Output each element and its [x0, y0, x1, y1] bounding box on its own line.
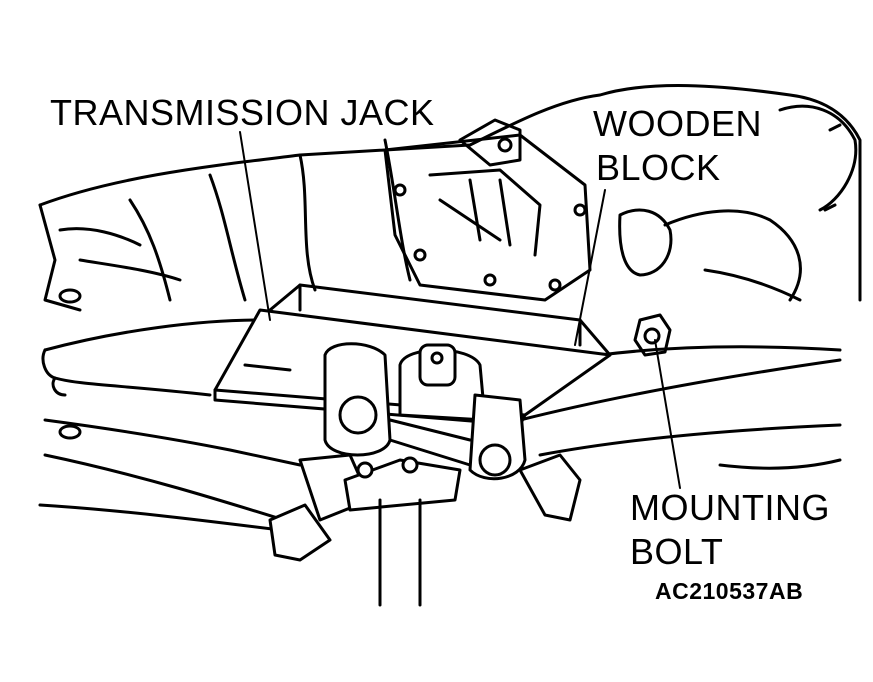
leader-lines — [239, 131, 681, 489]
jack-mechanism — [323, 342, 527, 481]
crossmember — [38, 288, 842, 532]
leader-wooden-block — [574, 189, 606, 346]
label-wooden-block-line1: WOODEN — [593, 103, 762, 144]
mounting-bolt — [633, 313, 672, 357]
drive-shaft-right — [618, 104, 858, 302]
leader-transmission-jack — [239, 131, 271, 321]
label-transmission-jack: TRANSMISSION JACK — [50, 92, 435, 133]
label-mounting-bolt-line1: MOUNTING — [630, 487, 830, 528]
label-wooden-block-line2: BLOCK — [596, 147, 721, 188]
leader-mounting-bolt — [654, 339, 681, 489]
label-wooden-block: WOODEN BLOCK — [593, 106, 762, 186]
transmission-case — [38, 84, 862, 312]
figure-code: AC210537AB — [655, 578, 804, 604]
transmission-cover — [383, 118, 592, 302]
jack-base — [268, 453, 582, 607]
label-mounting-bolt: MOUNTING BOLT — [630, 490, 830, 570]
label-mounting-bolt-line2: BOLT — [630, 531, 724, 572]
